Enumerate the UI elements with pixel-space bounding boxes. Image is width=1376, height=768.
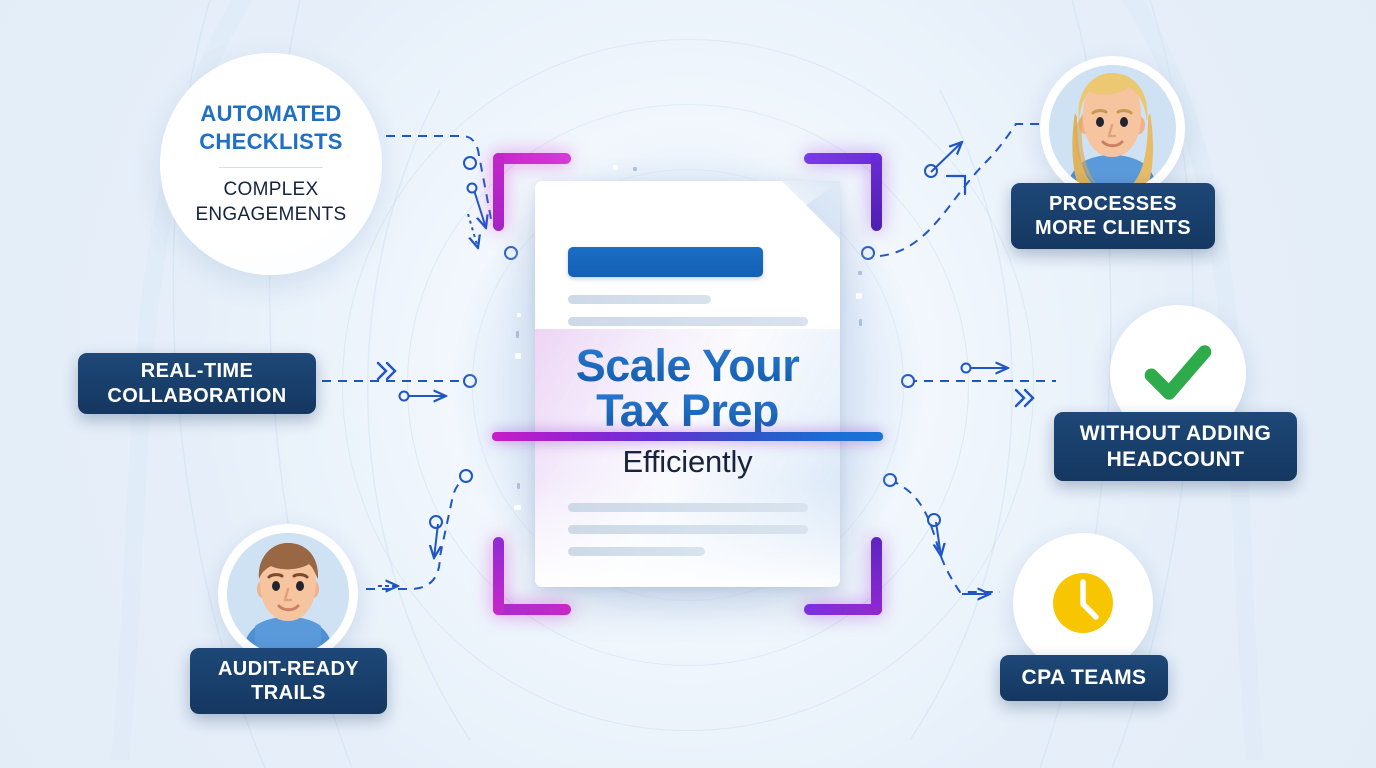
connector-processes (879, 123, 1060, 257)
avatar-photo (227, 533, 349, 655)
badge-audit-ready-trails[interactable]: AUDIT-READY TRAILS (190, 648, 387, 714)
clock-circle[interactable] (1013, 533, 1153, 673)
document-card: Scale Your Tax Prep Efficiently (467, 127, 908, 641)
placeholder-line (568, 295, 711, 304)
node-automated-checklists[interactable]: AUTOMATED CHECKLISTS COMPLEX ENGAGEMENTS (160, 53, 382, 275)
avatar-photo (1049, 65, 1176, 192)
badge-line2: HEADCOUNT (1106, 447, 1245, 471)
tech-speck (858, 271, 862, 275)
divider (219, 167, 323, 169)
tech-speck (514, 505, 521, 510)
document-title-line2: Tax Prep (535, 387, 840, 435)
badge-line2: MORE CLIENTS (1035, 217, 1191, 239)
connector-cpa (889, 479, 1000, 593)
badge-without-adding-headcount[interactable]: WITHOUT ADDING HEADCOUNT (1054, 412, 1297, 481)
placeholder-line (568, 547, 705, 556)
document-page: Scale Your Tax Prep Efficiently (535, 181, 840, 587)
scanner-beam (492, 432, 883, 441)
badge-line1: WITHOUT ADDING (1079, 421, 1272, 445)
tech-speck (633, 167, 637, 171)
badge-real-time-collaboration[interactable]: REAL-TIME COLLABORATION (78, 353, 316, 414)
clock-icon (1053, 573, 1113, 633)
badge-line2: COLLABORATION (107, 384, 287, 407)
badge-line1: CPA TEAMS (1021, 666, 1147, 690)
document-title-line1: Scale Your (535, 342, 840, 390)
badge-line1: PROCESSES (1048, 192, 1178, 215)
check-icon (1144, 345, 1212, 400)
tech-speck (517, 483, 520, 489)
badge-cpa-teams[interactable]: CPA TEAMS (1000, 655, 1168, 701)
female-avatar[interactable] (1040, 56, 1185, 201)
connector-audit (366, 473, 477, 590)
female-avatar-illustration (1049, 65, 1176, 192)
scanner-bracket-top-left (493, 153, 571, 231)
placeholder-line (568, 525, 808, 534)
document-header-bar (568, 247, 763, 277)
badge-line2: TRAILS (251, 682, 326, 704)
connector-chevrons (376, 361, 1035, 408)
tech-speck (516, 331, 519, 338)
badge-processes-more-clients[interactable]: PROCESSES MORE CLIENTS (1011, 183, 1215, 249)
scanner-bracket-top-right (804, 153, 882, 231)
badge-line1: AUDIT-READY (217, 657, 360, 680)
male-avatar[interactable] (218, 524, 358, 664)
tech-speck (517, 313, 521, 317)
checklists-subtext: COMPLEX ENGAGEMENTS (195, 179, 347, 226)
male-avatar-illustration (227, 533, 349, 655)
scanner-bracket-bottom-left (493, 537, 571, 615)
scan-tint-fade (535, 481, 840, 587)
tech-speck (856, 293, 862, 299)
placeholder-line (568, 317, 808, 326)
placeholder-line (568, 503, 808, 512)
scanner-bracket-bottom-right (804, 537, 882, 615)
tech-speck (613, 165, 618, 170)
tech-speck (859, 319, 862, 326)
connector-corner-tick (945, 174, 967, 196)
tech-speck (515, 353, 521, 359)
checklists-heading: AUTOMATED CHECKLISTS (199, 101, 343, 155)
badge-line1: REAL-TIME (140, 360, 254, 383)
document-subtitle: Efficiently (622, 444, 753, 479)
